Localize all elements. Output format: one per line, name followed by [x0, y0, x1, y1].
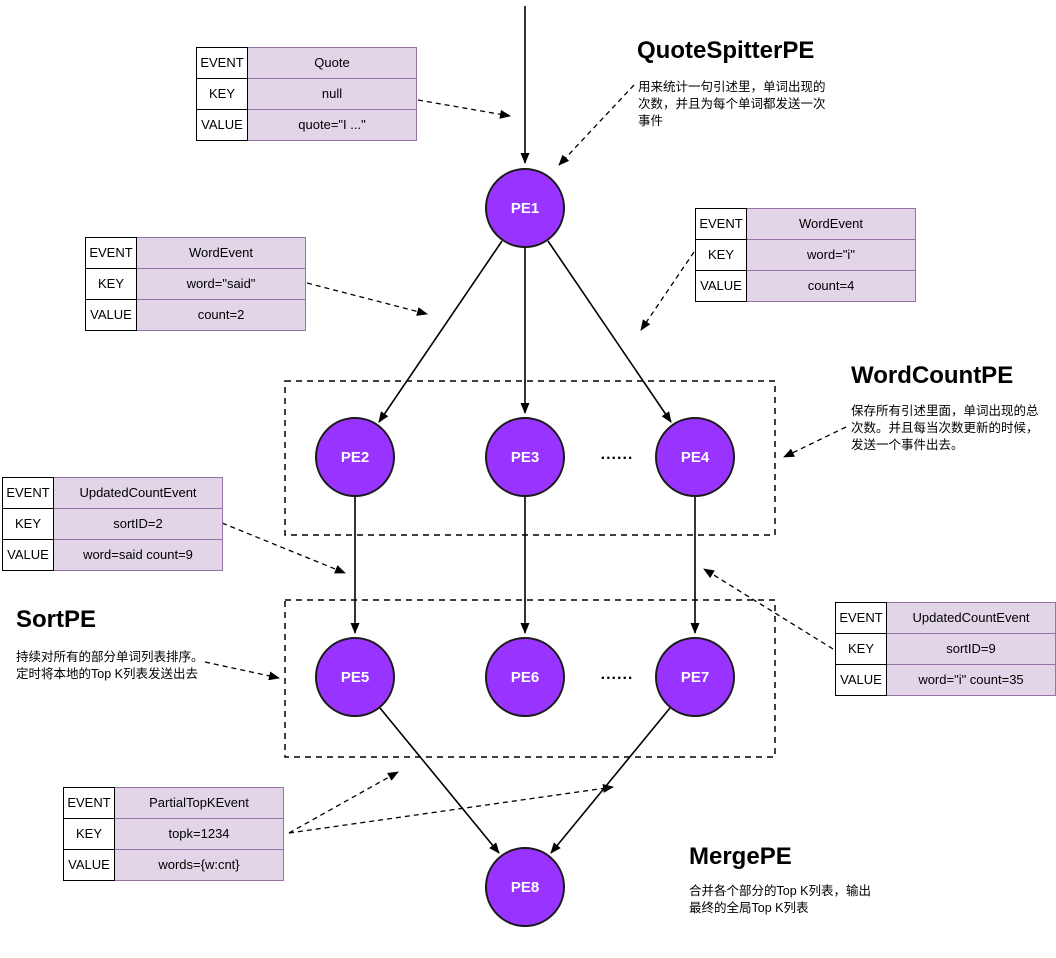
table-value: null: [247, 78, 417, 110]
table-label: KEY: [63, 818, 115, 850]
sort-group-box: [284, 599, 776, 758]
event-table-quote: EVENT Quote KEY null VALUE quote="I ...": [196, 47, 417, 141]
note-mergepe: 合并各个部分的Top K列表，输出 最终的全局Top K列表: [689, 884, 871, 915]
table-label: KEY: [2, 508, 54, 540]
table-value: topk=1234: [114, 818, 284, 850]
node-pe1: PE1: [485, 168, 565, 248]
arrow-pe1-pe4: [547, 240, 672, 423]
table-label: KEY: [85, 268, 137, 300]
table-label: EVENT: [196, 47, 248, 79]
table-label: VALUE: [835, 664, 887, 696]
table-label: EVENT: [85, 237, 137, 269]
arrow-pe7-pe8: [550, 707, 671, 854]
table-value: UpdatedCountEvent: [53, 477, 223, 509]
table-value: word=said count=9: [53, 539, 223, 571]
ellipsis-wordcount: ......: [600, 446, 634, 463]
pointer-quotespitter-note: [558, 84, 635, 166]
event-table-word-i: EVENT WordEvent KEY word="i" VALUE count…: [695, 208, 916, 302]
table-value: quote="I ...": [247, 109, 417, 141]
table-label: VALUE: [85, 299, 137, 331]
arrow-pe5-pe8: [379, 707, 500, 854]
table-value: WordEvent: [746, 208, 916, 240]
table-label: VALUE: [63, 849, 115, 881]
node-pe8: PE8: [485, 847, 565, 927]
table-value: word="i": [746, 239, 916, 271]
title-mergepe: MergePE: [689, 843, 792, 870]
table-label: KEY: [695, 239, 747, 271]
table-value: PartialTopKEvent: [114, 787, 284, 819]
table-label: VALUE: [2, 539, 54, 571]
table-value: sortID=2: [53, 508, 223, 540]
pointer-updatedleft-table: [221, 522, 346, 574]
table-value: count=2: [136, 299, 306, 331]
node-pe5: PE5: [315, 637, 395, 717]
table-value: word="said": [136, 268, 306, 300]
wordcount-group-box: [284, 380, 776, 536]
event-table-updatedcount-left: EVENT UpdatedCountEvent KEY sortID=2 VAL…: [2, 477, 223, 571]
arrow-pe1-pe2: [378, 240, 503, 423]
table-value: count=4: [746, 270, 916, 302]
node-pe3: PE3: [485, 417, 565, 497]
table-label: EVENT: [695, 208, 747, 240]
title-wordcountpe: WordCountPE: [851, 362, 1014, 389]
pointer-sort-note: [204, 661, 280, 681]
pointer-wordi-table: [640, 251, 695, 331]
pointer-quote-table: [417, 99, 511, 119]
event-table-partialtopk: EVENT PartialTopKEvent KEY topk=1234 VAL…: [63, 787, 284, 881]
pointer-partialtopk-left: [288, 771, 399, 834]
node-pe4: PE4: [655, 417, 735, 497]
title-quotespitterpe: QuoteSpitterPE: [637, 37, 815, 64]
table-label: VALUE: [695, 270, 747, 302]
pointer-wordcount-note: [783, 426, 847, 458]
table-value: WordEvent: [136, 237, 306, 269]
ellipsis-sort: ......: [600, 666, 634, 683]
title-sortpe: SortPE: [16, 606, 97, 633]
table-label: EVENT: [2, 477, 54, 509]
table-value: UpdatedCountEvent: [886, 602, 1056, 634]
table-label: VALUE: [196, 109, 248, 141]
event-table-word-said: EVENT WordEvent KEY word="said" VALUE co…: [85, 237, 306, 331]
pointer-partialtopk-right: [288, 783, 614, 834]
pointer-updatedright-table: [703, 568, 834, 650]
node-pe6: PE6: [485, 637, 565, 717]
table-value: Quote: [247, 47, 417, 79]
pointer-wordsaid-table: [306, 282, 428, 316]
table-label: EVENT: [835, 602, 887, 634]
table-label: KEY: [196, 78, 248, 110]
table-value: words={w:cnt}: [114, 849, 284, 881]
note-wordcountpe: 保存所有引述里面，单词出现的总 次数。并且每当次数更新的时候， 发送一个事件出去…: [851, 404, 1039, 452]
table-value: word="i" count=35: [886, 664, 1056, 696]
note-quotespitterpe: 用来统计一句引述里，单词出现的 次数，并且为每个单词都发送一次 事件: [638, 80, 826, 128]
event-table-updatedcount-right: EVENT UpdatedCountEvent KEY sortID=9 VAL…: [835, 602, 1056, 696]
table-value: sortID=9: [886, 633, 1056, 665]
table-label: EVENT: [63, 787, 115, 819]
table-label: KEY: [835, 633, 887, 665]
note-sortpe: 持续对所有的部分单词列表排序。 定时将本地的Top K列表发送出去: [16, 650, 204, 681]
node-pe2: PE2: [315, 417, 395, 497]
node-pe7: PE7: [655, 637, 735, 717]
